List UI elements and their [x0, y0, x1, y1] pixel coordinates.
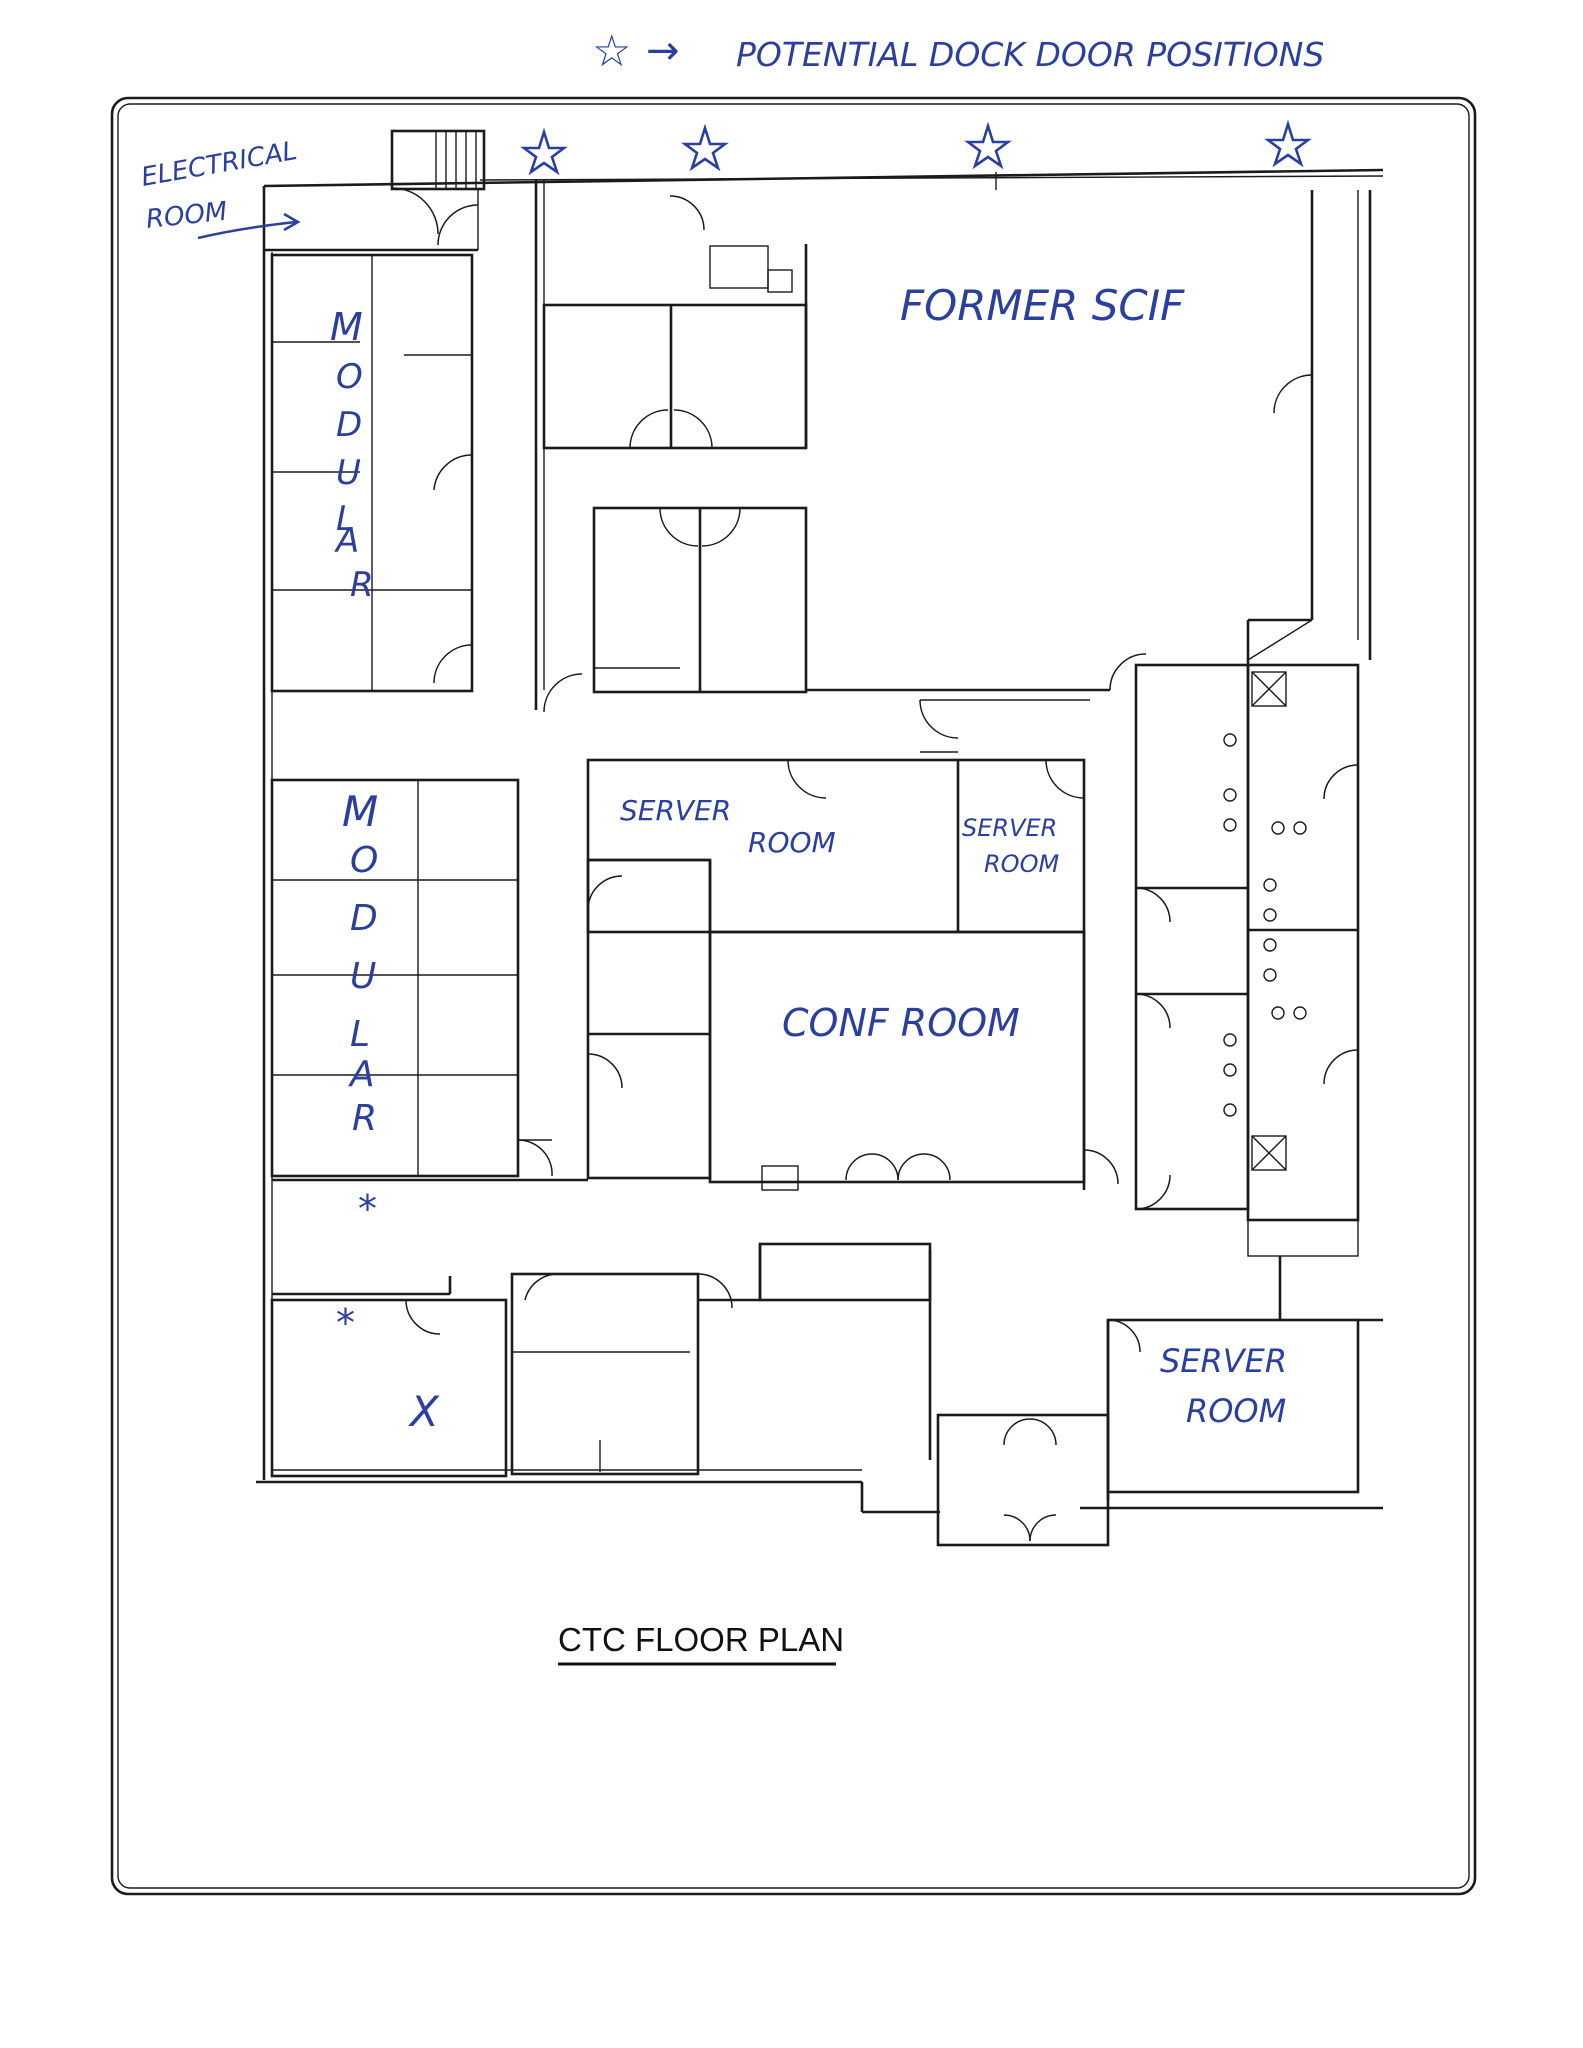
server-room-c-walls	[1106, 1318, 1383, 1494]
former-scif-label: FORMER SCIF	[900, 281, 1185, 330]
modular-top-letter-5: L	[336, 499, 355, 539]
conf-room-label: CONF ROOM	[782, 1001, 1020, 1045]
conf-room-block	[586, 858, 1119, 1191]
modular-bottom-letter-7: R	[352, 1098, 377, 1139]
server-room-b-line-2: ROOM	[984, 850, 1059, 878]
legend-star-icon: ☆	[592, 26, 631, 77]
modular-top-letter-6: A	[334, 521, 359, 561]
exterior-walls	[256, 168, 1384, 1514]
page-border-inner	[117, 103, 1470, 1889]
modular-top-letter-1: M	[330, 305, 363, 349]
upper-offices	[542, 195, 808, 694]
mark-asterisk-1: *	[358, 1187, 377, 1231]
plan-title: CTC FLOOR PLAN	[558, 1621, 844, 1658]
bottom-offices	[270, 1242, 932, 1478]
electrical-room-line-2: ROOM	[145, 197, 229, 235]
page-border	[110, 96, 1477, 1896]
electrical-room-line-1: ELECTRICAL	[139, 136, 299, 193]
modular-top-letter-4: U	[336, 453, 361, 493]
server-room-a-line-2: ROOM	[748, 826, 836, 859]
modular-bottom-letter-4: U	[350, 956, 376, 997]
modular-top-letter-7: R	[350, 565, 374, 605]
modular-top-letter-3: D	[336, 405, 362, 445]
modular-bottom-letter-6: A	[348, 1054, 375, 1095]
electrical-stair	[264, 129, 486, 252]
modular-bottom-letter-5: L	[350, 1014, 370, 1055]
dock-star-icon-1	[520, 127, 568, 176]
server-room-b-line-1: SERVER	[962, 814, 1057, 842]
server-room-c-line-1: SERVER	[1160, 1342, 1287, 1380]
dock-door-markers	[520, 119, 1312, 176]
legend: ☆ → POTENTIAL DOCK DOOR POSITIONS	[592, 26, 1324, 77]
dock-star-icon-2	[681, 123, 729, 172]
server-room-a-line-1: SERVER	[620, 794, 731, 827]
modular-top	[270, 253, 474, 693]
modular-bottom-label: M O D U L A R	[342, 787, 378, 1139]
modular-bottom	[270, 778, 588, 1182]
modular-top-label: M O D U L A R	[330, 305, 374, 605]
modular-bottom-letter-3: D	[350, 898, 378, 939]
dock-star-icon-3	[964, 121, 1012, 170]
entry-vestibule	[936, 1320, 1110, 1547]
former-scif-room	[806, 172, 1313, 692]
modular-top-letter-2: O	[336, 357, 363, 397]
mark-asterisk-2: *	[336, 1301, 355, 1345]
restroom-block	[1134, 663, 1360, 1320]
modular-bottom-letter-1: M	[342, 787, 378, 836]
mark-x: X	[408, 1387, 440, 1436]
legend-arrow-icon: →	[646, 28, 680, 74]
server-room-c-line-2: ROOM	[1186, 1392, 1286, 1430]
legend-text: POTENTIAL DOCK DOOR POSITIONS	[736, 35, 1324, 74]
dock-star-icon-4	[1264, 119, 1312, 168]
modular-bottom-letter-2: O	[350, 840, 378, 881]
